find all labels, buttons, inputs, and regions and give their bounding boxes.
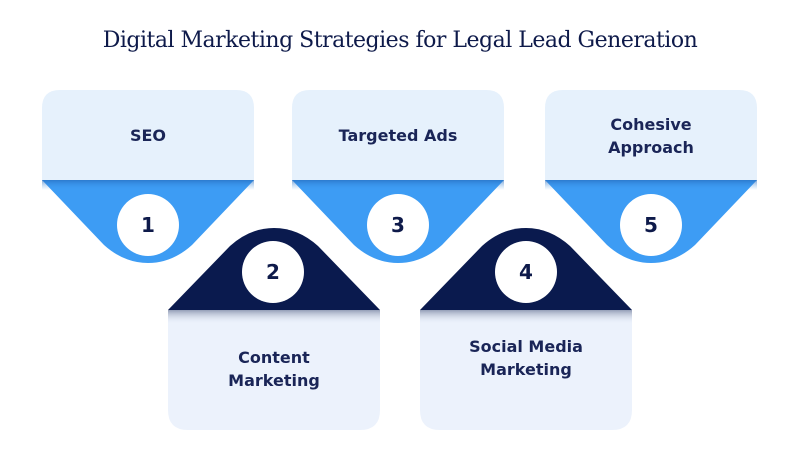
step-1-label: SEO	[129, 126, 167, 145]
step-4-label-line-1: Social Media	[469, 337, 583, 356]
step-2-label-line-2: Marketing	[228, 371, 320, 390]
step-5-label-line-2: Approach	[608, 138, 694, 157]
step-5-card: Cohesive Approach 5	[545, 90, 757, 265]
step-2-label-line-1: Content	[238, 348, 310, 367]
step-4-number-badge: 4	[495, 241, 557, 303]
step-3-label: Targeted Ads	[338, 126, 458, 145]
step-2-card: 2 Content Marketing	[168, 228, 380, 432]
step-2-number-badge: 2	[242, 241, 304, 303]
step-3-number-badge: 3	[367, 194, 429, 256]
step-4-shape	[420, 228, 632, 430]
step-1-card: SEO 1	[42, 90, 254, 265]
step-5-label: Cohesive Approach	[545, 113, 757, 159]
step-4-card: 4 Social Media Marketing	[420, 228, 632, 432]
step-3-card: Targeted Ads 3	[292, 90, 504, 265]
step-5-number-badge: 5	[620, 194, 682, 256]
step-4-label-line-2: Marketing	[480, 360, 572, 379]
diagram-title: Digital Marketing Strategies for Legal L…	[102, 28, 698, 53]
step-4-label: Social Media Marketing	[420, 335, 632, 381]
step-5-label-line-1: Cohesive	[610, 115, 692, 134]
step-1-number-badge: 1	[117, 194, 179, 256]
step-2-label: Content Marketing	[168, 346, 380, 392]
